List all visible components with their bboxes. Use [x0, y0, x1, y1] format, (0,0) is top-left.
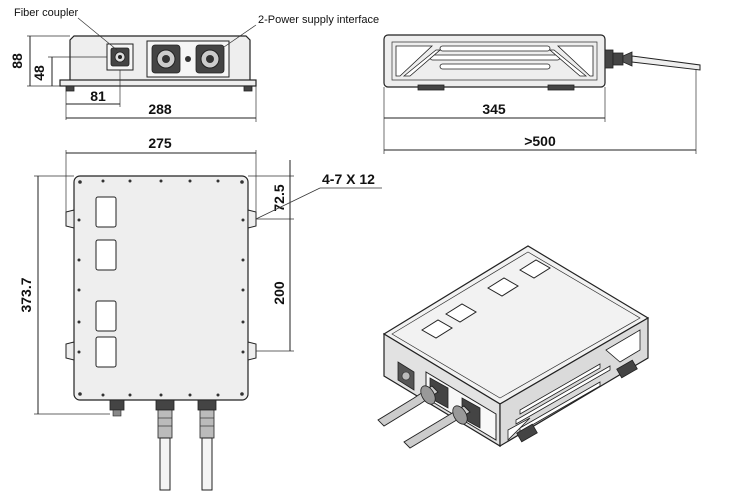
isometric-view [377, 245, 650, 449]
iso-cover-plate [487, 277, 519, 297]
power-connector-icon [151, 44, 181, 74]
fiber-coupler-icon [109, 399, 125, 417]
side-view-inner-frame [391, 41, 598, 81]
side-view: 345 >500 [383, 34, 701, 154]
dim-hole-offset: 72.5 [271, 184, 287, 211]
power-connector-icon [195, 44, 225, 74]
iso-power-cables-icon [377, 385, 471, 449]
front-view-base-flange [59, 79, 257, 87]
fiber-coupler-icon [106, 43, 134, 71]
iso-foot [616, 359, 638, 379]
side-view-foot-left [417, 84, 445, 91]
screw-icon [185, 56, 191, 62]
power-supply-interface-label: 2-Power supply interface [258, 14, 379, 26]
top-view: 275 373.7 72.5 200 4-7 X 12 [18, 135, 382, 491]
power-cable-left-icon [155, 399, 175, 491]
front-view-foot-left [65, 85, 75, 92]
dim-coupler-offset: 81 [90, 88, 106, 104]
iso-cover-plate [421, 319, 453, 339]
dim-top-height: 373.7 [18, 277, 34, 312]
iso-cover-plate [519, 259, 551, 279]
vent-slots [395, 45, 594, 77]
front-view-foot-right [243, 85, 253, 92]
fiber-coupler-label: Fiber coupler [14, 7, 79, 19]
cover-plate [95, 196, 117, 228]
dim-side-length: 345 [482, 101, 506, 117]
dim-front-width: 288 [148, 101, 172, 117]
screw-holes [77, 179, 245, 397]
front-view: Fiber coupler 2-Power supply interface 8… [9, 7, 379, 122]
cable-connector-icon [604, 49, 633, 69]
iso-cover-plate [445, 303, 477, 323]
iso-foot [516, 423, 538, 443]
cover-plate [95, 336, 117, 368]
cable-icon [631, 55, 701, 71]
side-view-foot-right [547, 84, 575, 91]
dim-coupler-height: 48 [31, 65, 47, 81]
mounting-tab-left-top [65, 209, 75, 229]
cover-plate [95, 300, 117, 332]
dim-front-height: 88 [9, 53, 25, 69]
fiber-coupler-icon [397, 361, 415, 391]
dim-cable-length: >500 [524, 133, 556, 149]
dim-top-width: 275 [148, 135, 172, 151]
holes-label: 4-7 X 12 [322, 171, 375, 187]
mounting-tab-right-bottom [247, 341, 257, 361]
cover-plate [95, 239, 117, 271]
mounting-tab-left-bottom [65, 341, 75, 361]
iso-vent-slots [507, 329, 641, 441]
power-cable-right-icon [197, 399, 217, 491]
dim-hole-spacing: 200 [271, 281, 287, 305]
side-view-body [383, 34, 606, 88]
mounting-tab-right-top [247, 209, 257, 229]
